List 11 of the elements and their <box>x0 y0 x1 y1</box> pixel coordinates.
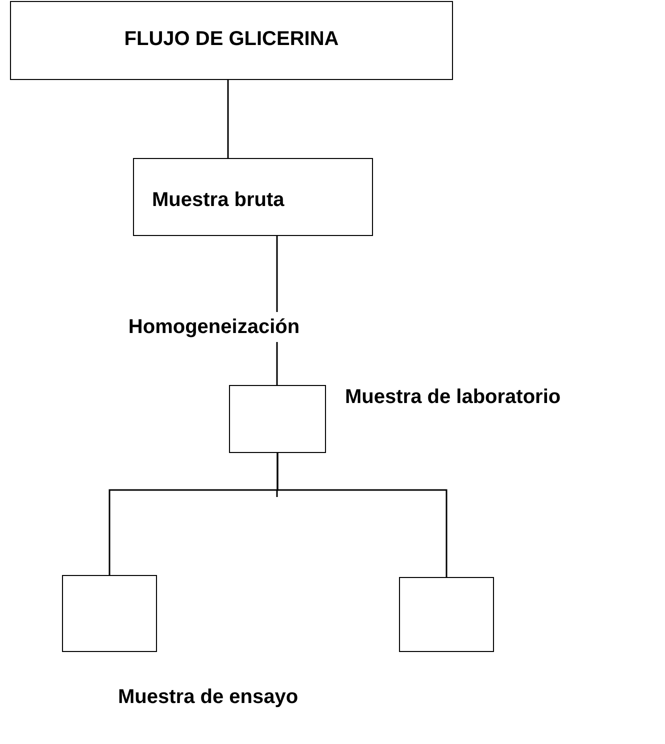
empty-box <box>62 575 157 652</box>
connector-line <box>227 80 229 158</box>
box-title: FLUJO DE GLICERINA <box>123 27 340 52</box>
box-label: Muestra bruta <box>152 188 284 213</box>
group-caption: Muestra de ensayo <box>118 685 298 710</box>
empty-box <box>399 577 494 652</box>
process-box <box>133 158 373 236</box>
node-caption: Muestra de laboratorio <box>345 385 561 410</box>
empty-box <box>229 385 326 453</box>
process-box <box>10 1 453 80</box>
connector-line <box>276 453 448 577</box>
